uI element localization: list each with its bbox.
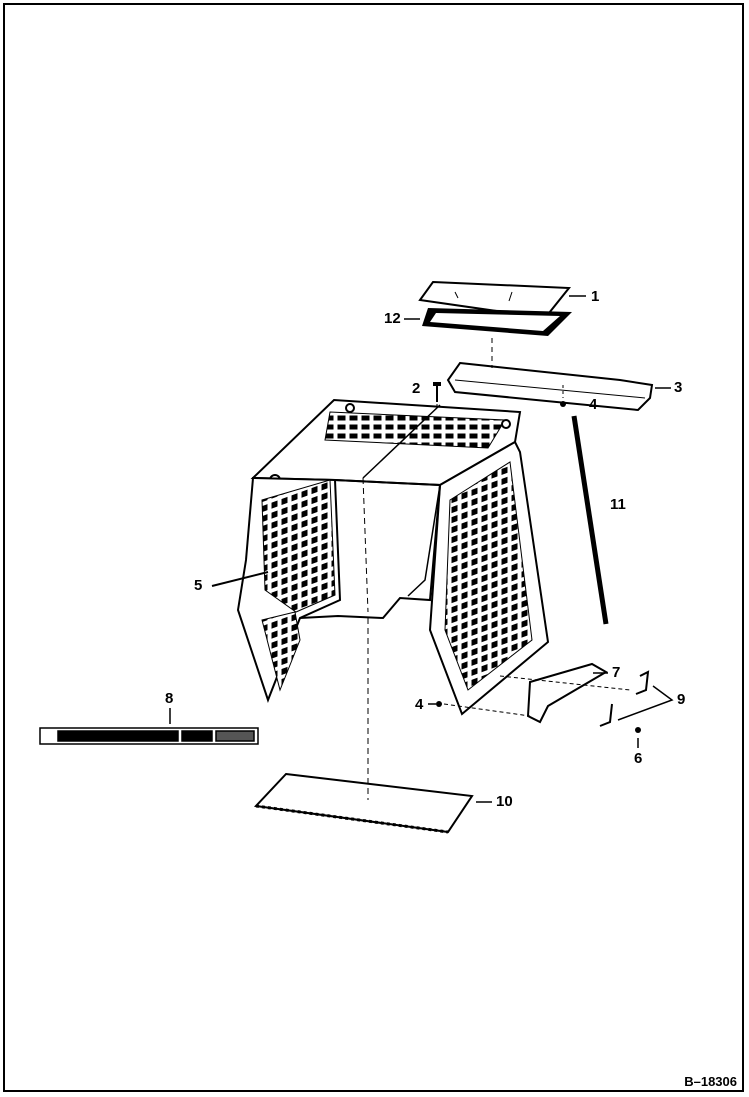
nut — [560, 401, 566, 407]
screw — [635, 727, 641, 733]
callout-2: 2 — [412, 380, 421, 397]
callout-3: 3 — [674, 379, 683, 396]
callout-9: 9 — [677, 691, 686, 708]
drawing-frame — [3, 3, 744, 1092]
callout-11: 11 — [610, 496, 626, 513]
strip-seal — [571, 415, 609, 625]
nut-lower — [436, 701, 442, 707]
callout-1: 1 — [591, 288, 600, 305]
warning-decal — [39, 727, 259, 745]
rops-cab-frame — [236, 398, 550, 716]
bolt — [433, 382, 441, 402]
retaining-clips — [599, 670, 650, 727]
callout-7: 7 — [612, 664, 621, 681]
callout-10: 10 — [496, 793, 513, 810]
callout-12: 12 — [384, 310, 401, 327]
callout-4-lower: 4 — [415, 696, 424, 713]
callout-4-upper: 4 — [589, 396, 598, 413]
top-cover-bracket — [446, 361, 654, 412]
window-gasket — [422, 308, 572, 336]
callout-8: 8 — [165, 690, 174, 707]
drawing-number: B–18306 — [684, 1074, 737, 1089]
callout-6: 6 — [634, 750, 643, 767]
floor-mat — [253, 772, 474, 834]
callout-5: 5 — [194, 577, 203, 594]
